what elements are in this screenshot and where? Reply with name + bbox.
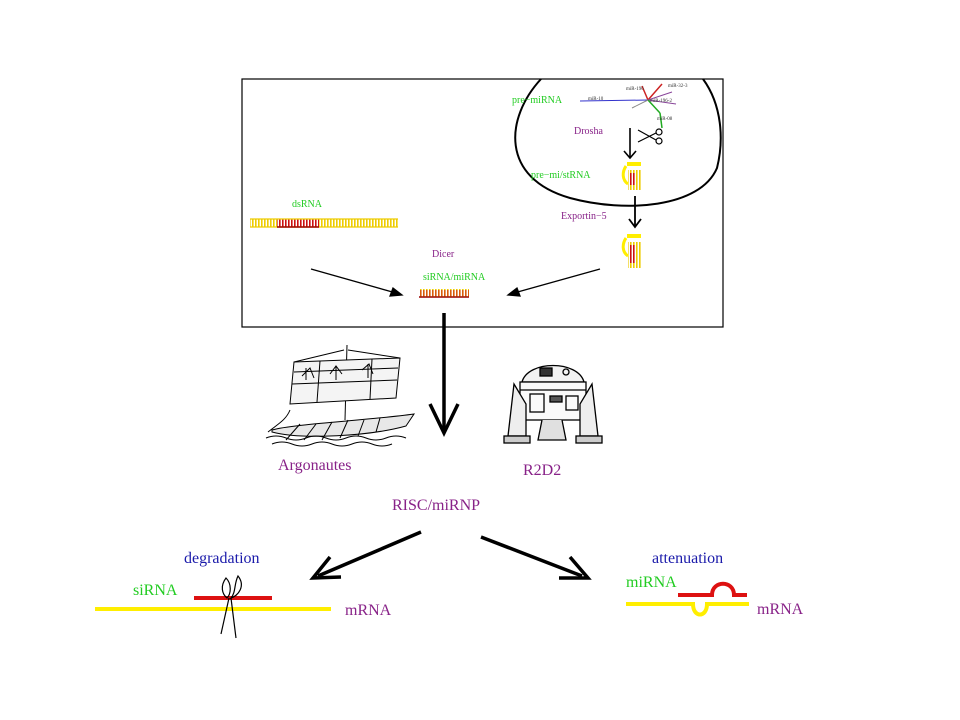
- dsrna-label: dsRNA: [292, 199, 323, 210]
- pre-mirna-label: pre−miRNA: [512, 95, 563, 106]
- argonautes-label: Argonautes: [278, 457, 351, 474]
- arrow-drosha-down: [623, 128, 637, 160]
- exportin-5-label: Exportin−5: [561, 211, 607, 222]
- sirna-mirna-label: siRNA/miRNA: [423, 272, 486, 283]
- argonaut-ship-icon: [265, 344, 416, 447]
- svg-text:miR-196-2: miR-196-2: [650, 99, 672, 104]
- scissors-icon: [637, 128, 663, 145]
- hairpin-pre-mirna: [621, 162, 641, 190]
- arrow-premirna-to-dicer: [506, 268, 601, 297]
- mrna-label-left: mRNA: [345, 602, 392, 619]
- pre-mi-strna-label: pre−mi/stRNA: [531, 170, 591, 181]
- arrow-to-risc: [428, 313, 460, 438]
- degradation-label: degradation: [184, 550, 260, 567]
- risc-mirnp-label: RISC/miRNP: [392, 497, 480, 514]
- svg-text:miR-10: miR-10: [588, 97, 604, 102]
- cleavage-scissors-icon: [220, 574, 242, 639]
- arrow-to-degradation: [309, 530, 422, 580]
- mirna-gene-cluster: miR-196 miR-32-3 miR-10 miR-196-2 miR-08: [579, 83, 688, 129]
- sirna-label: siRNA: [133, 582, 178, 599]
- hairpin-cytoplasmic: [621, 234, 641, 268]
- attenuation-label: attenuation: [652, 550, 723, 567]
- drosha-label: Drosha: [574, 126, 603, 137]
- mrna-label-right: mRNA: [757, 601, 804, 618]
- sirna-duplex: [419, 289, 469, 298]
- r2d2-robot-icon: [503, 364, 603, 444]
- mrna-strand-right: [626, 602, 749, 617]
- nucleus-outline: [514, 78, 722, 207]
- arrow-to-attenuation: [480, 535, 592, 580]
- svg-text:miR-32-3: miR-32-3: [668, 84, 688, 89]
- cell-box: [241, 78, 724, 328]
- dicer-label: Dicer: [432, 249, 455, 260]
- svg-text:miR-196: miR-196: [626, 87, 644, 92]
- svg-text:miR-08: miR-08: [657, 117, 673, 122]
- dsrna-duplex: [250, 218, 398, 228]
- arrow-dsrna-to-dicer: [310, 268, 404, 297]
- r2d2-label: R2D2: [523, 462, 561, 479]
- mirna-strand: [678, 581, 747, 597]
- mirna-label: miRNA: [626, 574, 677, 591]
- arrow-export: [628, 196, 642, 229]
